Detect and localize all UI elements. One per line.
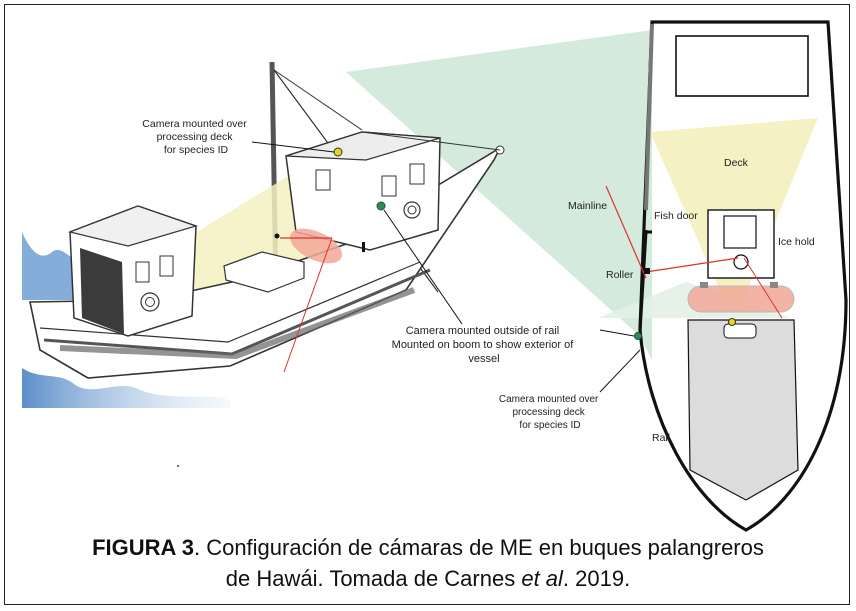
boat-perspective-view	[22, 61, 505, 408]
rail-camera-right	[634, 332, 642, 340]
deck-camera-right	[728, 318, 736, 326]
figure-caption: FIGURA 3. Configuración de cámaras de ME…	[0, 532, 856, 594]
plan-cabin	[675, 35, 809, 97]
caption-line-2: de Hawái. Tomada de Carnes et al. 2019.	[0, 563, 856, 594]
water-waves-upper	[22, 232, 82, 300]
mainline-plan	[605, 185, 647, 279]
caption-figure-label: FIGURA 3	[92, 535, 194, 560]
label-rail: Rail	[652, 432, 670, 444]
roller-perspective	[289, 228, 343, 264]
deck-camera-left	[333, 147, 343, 157]
label-fish-door: Fish door	[654, 210, 698, 222]
label-camera-deck-right: Camera mounted over processing deck for …	[499, 394, 601, 431]
caption-et-al: et al	[521, 566, 563, 591]
label-camera-rail: Camera mounted outside of rail Mounted o…	[392, 325, 577, 365]
caption-line-2-pre: de Hawái. Tomada de Carnes	[225, 566, 522, 591]
caption-line-1-text: . Configuración de cámaras de ME en buqu…	[193, 535, 764, 560]
plan-hull-outline	[638, 20, 848, 532]
caption-line-2-post: . 2019.	[562, 566, 631, 591]
label-ice-hold: Ice hold	[778, 236, 815, 248]
roller-plan	[687, 285, 795, 313]
label-roller: Roller	[606, 269, 634, 281]
rail-camera-field-of-view	[346, 30, 652, 360]
caption-line-1: FIGURA 3. Configuración de cámaras de ME…	[0, 532, 856, 563]
boat-plan-view	[598, 20, 848, 532]
label-camera-deck-left: Camera mounted over processing deck for …	[142, 118, 249, 156]
label-mainline: Mainline	[568, 200, 607, 212]
label-deck: Deck	[724, 157, 749, 169]
rail-camera-left	[376, 201, 386, 211]
water-waves-lower	[22, 368, 230, 408]
deck-hatch	[223, 251, 305, 293]
processing-deck	[687, 319, 799, 501]
